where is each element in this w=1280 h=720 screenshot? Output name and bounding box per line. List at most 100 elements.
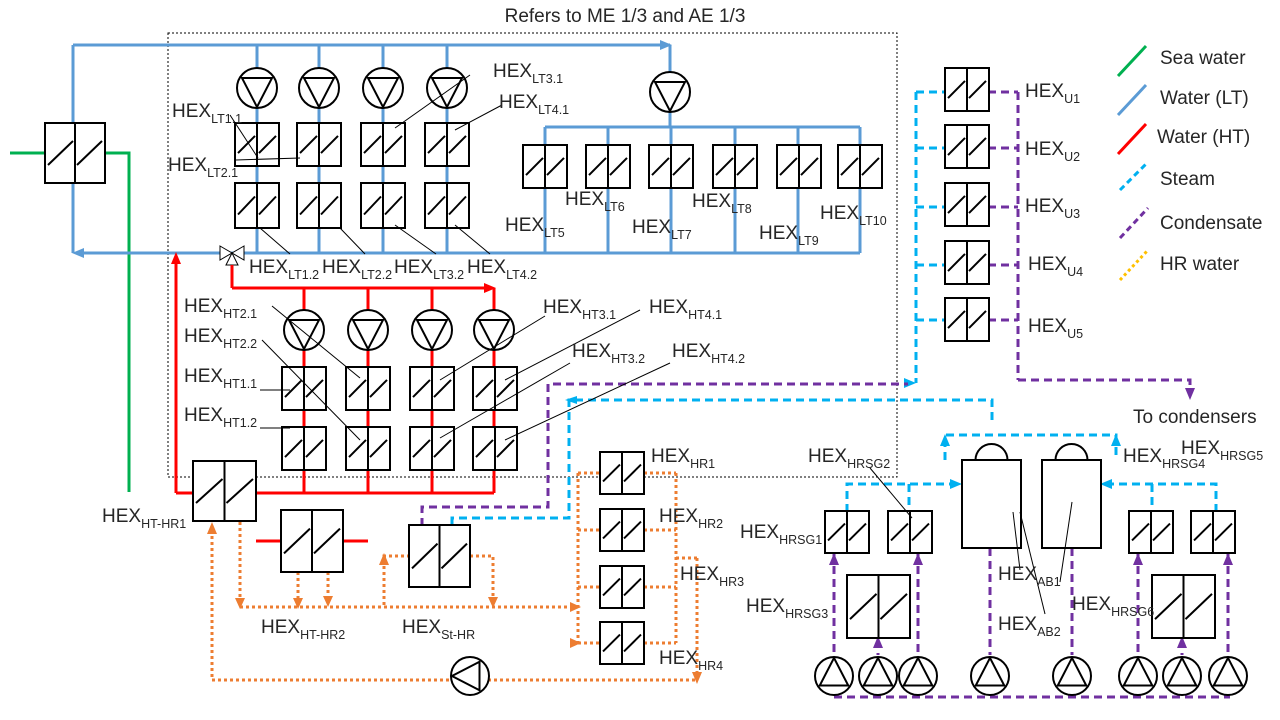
label-hex-lt3-1: HEXLT3.1 [493, 61, 563, 86]
hex-hrsg5 [1190, 510, 1236, 554]
auxiliary-boiler-2 [1041, 443, 1102, 549]
ht-pump-2 [347, 309, 389, 352]
pump-layer [236, 67, 1248, 696]
hex-hr4 [599, 621, 645, 665]
hex-lt1-1 [234, 122, 280, 167]
steam-arrow-heads [565, 378, 1121, 489]
leader-line-4 [454, 104, 503, 131]
legend-steam-swatch [1118, 160, 1150, 192]
label-hex-ht1-2: HEXHT1.2 [184, 405, 257, 430]
leader-line-6 [339, 227, 366, 255]
label-hex-lt7: HEXLT7 [632, 217, 692, 242]
hex-ht4-1 [472, 366, 518, 411]
legend-ht-water-label: Water (HT) [1157, 127, 1250, 148]
hex-hrsg1 [824, 510, 870, 554]
hex-u1 [944, 67, 990, 112]
label-hex-ht3-2: HEXHT3.2 [572, 341, 645, 366]
leader-line-10 [261, 339, 361, 441]
lt-arrow-head [660, 40, 672, 50]
leader-line-15 [439, 362, 571, 439]
hex-lt10 [837, 144, 883, 189]
leader-line-16 [504, 362, 671, 441]
label-hex-ht4-2: HEXHT4.2 [672, 341, 745, 366]
hex-ht-hr2 [280, 509, 344, 573]
hex-lt5 [522, 144, 568, 189]
ht-arrow-up [171, 252, 181, 264]
label-hex-hrsg3: HEXHRSG3 [746, 596, 828, 621]
legend-sea-water-swatch [1116, 44, 1148, 78]
label-hex-lt6: HEXLT6 [565, 189, 625, 214]
label-hex-ab1: HEXAB1 [998, 564, 1061, 589]
leader-line-13 [439, 315, 546, 381]
hex-lt3-1 [360, 122, 406, 167]
sea-water-heat-exchanger [44, 122, 106, 184]
lt-pump-1 [236, 67, 278, 110]
leader-line-8 [454, 224, 491, 255]
condensate-pump-8 [1208, 655, 1248, 696]
lt-pump-5 [649, 71, 691, 114]
label-hex-lt5: HEXLT5 [505, 215, 565, 240]
leader-line-9 [271, 305, 361, 379]
label-hex-ht-hr1: HEXHT-HR1 [102, 506, 186, 531]
hex-hr1 [599, 451, 645, 495]
hr-water-pump [449, 656, 490, 696]
hex-u4 [944, 240, 990, 285]
legend-lt-water-swatch [1116, 83, 1148, 117]
label-hex-ab2: HEXAB2 [998, 614, 1061, 639]
label-hex-lt4-2: HEXLT4.2 [467, 257, 537, 282]
hex-lt3-2 [360, 182, 406, 229]
lt-pump-4 [426, 67, 468, 110]
hex-ht1-2 [281, 426, 327, 471]
steam-lines [450, 90, 1218, 526]
hex-hrsg2 [887, 510, 933, 554]
label-hex-hr3: HEXHR3 [680, 564, 744, 589]
label-hex-u2: HEXU2 [1025, 139, 1080, 164]
leader-line-5 [259, 227, 291, 255]
label-hex-hrsg6: HEXHRSG6 [1072, 594, 1154, 619]
leader-line-7 [394, 224, 437, 255]
leader-lines [229, 74, 1073, 615]
label-hex-ht2-1: HEXHT2.1 [184, 296, 257, 321]
label-hex-ht-hr2: HEXHT-HR2 [261, 617, 345, 642]
condensate-pump-7 [1162, 655, 1202, 696]
label-hex-lt9: HEXLT9 [759, 223, 819, 248]
hex-lt7 [648, 144, 694, 189]
label-hex-ht2-2: HEXHT2.2 [184, 326, 257, 351]
leader-line-3 [394, 74, 471, 129]
condensate-pump-1 [814, 655, 854, 696]
hex-lt4-1 [424, 122, 470, 167]
heat-exchanger-layer [44, 67, 1236, 665]
sea-water-lines [10, 151, 131, 492]
ht-pump-3 [411, 309, 453, 352]
lt-water-lines [71, 43, 862, 255]
hex-hrsg6 [1151, 574, 1216, 639]
lt-pump-3 [362, 67, 404, 110]
hex-lt8 [712, 144, 758, 189]
label-hex-u3: HEXU3 [1025, 196, 1080, 221]
legend-steam-label: Steam [1160, 169, 1215, 190]
to-condensers-label: To condensers [1133, 407, 1257, 428]
hex-lt4-2 [424, 182, 470, 229]
condensate-lines [420, 90, 1230, 699]
engine-boundary-box [167, 32, 898, 478]
hex-lt2-2 [296, 182, 342, 229]
legend-hr-water-swatch [1118, 248, 1150, 282]
condensate-pump-6 [1118, 655, 1158, 696]
lt-pump-2 [298, 67, 340, 110]
legend-sea-water-label: Sea water [1160, 48, 1246, 69]
label-hex-hrsg4: HEXHRSG4 [1123, 446, 1205, 471]
hex-u3 [944, 182, 990, 227]
hex-st-hr [408, 524, 471, 588]
label-hex-lt1-1: HEXLT1.1 [172, 101, 242, 126]
hex-ht3-1 [409, 366, 455, 411]
label-hex-u4: HEXU4 [1028, 254, 1083, 279]
label-hex-lt2-1: HEXLT2.1 [168, 155, 238, 180]
hex-ht-hr1 [192, 460, 257, 522]
label-hex-hr4: HEXHR4 [659, 648, 723, 673]
ht-pump-4 [473, 309, 515, 352]
hex-hrsg3 [846, 574, 911, 639]
condensate-pump-4 [970, 655, 1010, 696]
legend-lt-water-label: Water (LT) [1160, 88, 1249, 109]
diagram-title: Refers to ME 1/3 and AE 1/3 [505, 6, 746, 27]
hex-hrsg4 [1128, 510, 1174, 554]
